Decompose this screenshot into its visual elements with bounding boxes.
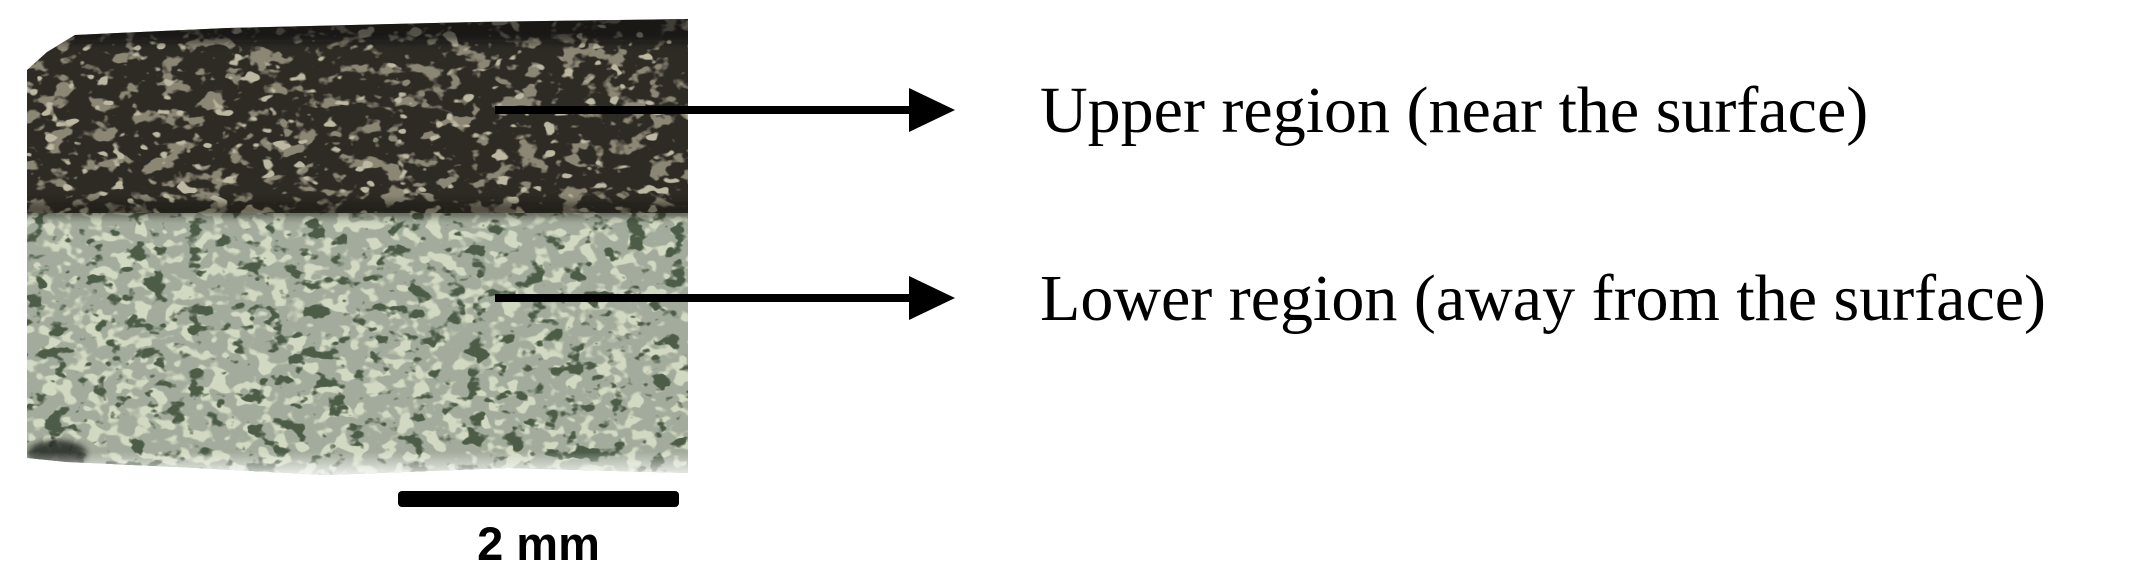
lower-region-label: Lower region (away from the surface) — [1040, 262, 2047, 335]
lower-arrow-line — [495, 294, 911, 302]
micrograph-image — [27, 18, 688, 480]
scale-bar-label: 2 mm — [477, 517, 600, 570]
upper-arrow-head-icon — [909, 88, 955, 132]
scale-bar — [398, 491, 679, 507]
upper-region-label: Upper region (near the surface) — [1040, 74, 1869, 147]
micrograph-upper-region — [27, 19, 688, 213]
micrograph-lower-region — [27, 213, 688, 475]
micrograph-svg — [27, 19, 688, 475]
upper-arrow-line — [495, 106, 911, 114]
lower-arrow-head-icon — [909, 276, 955, 320]
